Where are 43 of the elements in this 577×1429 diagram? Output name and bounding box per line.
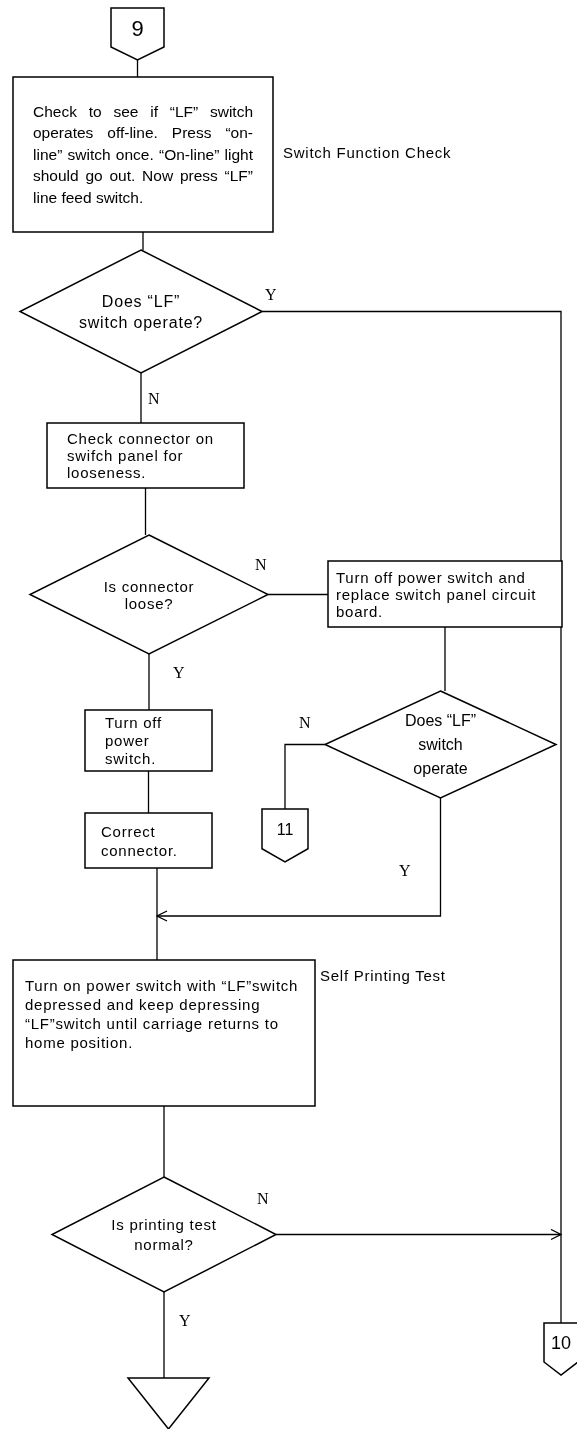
decision-diamond	[325, 691, 556, 798]
connector-number: 11	[275, 819, 295, 840]
process-box	[85, 813, 212, 868]
connector-line	[156, 867, 158, 961]
connector-line	[140, 372, 142, 424]
node-text: Is connector loose?	[102, 577, 196, 612]
connector-line	[267, 593, 329, 596]
node-text: Check to see if “LF” switch operates off-line. Press “on-line” switch once. “On-line” light should go out. Now press “LF” line feed switch.	[33, 101, 253, 208]
node-text: Is printing test normal?	[110, 1214, 218, 1255]
process-box	[47, 423, 244, 488]
off-page-connector	[262, 809, 308, 862]
node-text: Check connector on swifch panel for looseness.	[67, 430, 215, 481]
section-caption: Switch Function Check	[283, 143, 453, 163]
process-box	[13, 77, 273, 232]
node-text: Does “LF” switch operate?	[77, 291, 205, 333]
off-page-connector	[111, 8, 164, 60]
node-text: Does “LF” switch operate	[403, 710, 478, 779]
connector-number: 9	[130, 14, 145, 43]
connector-line	[142, 231, 144, 251]
connector-line	[163, 1291, 165, 1379]
decision-diamond	[52, 1177, 276, 1292]
connector-number: 10	[550, 1331, 572, 1355]
process-box	[328, 561, 562, 627]
connector-line	[148, 653, 150, 711]
process-box	[13, 960, 315, 1106]
off-page-connector	[128, 1378, 209, 1429]
off-page-connector	[544, 1323, 577, 1375]
connector-line	[144, 487, 147, 536]
connector-line	[284, 743, 326, 810]
decision-diamond	[20, 250, 262, 373]
arrow	[156, 797, 442, 922]
process-box	[85, 710, 212, 771]
connector-line	[147, 770, 150, 814]
connector-line	[444, 626, 446, 692]
arrow	[275, 1228, 562, 1241]
node-text: Correct connector.	[101, 821, 179, 860]
decision-diamond	[30, 535, 268, 654]
node-text: Turn on power switch with “LF”switch depressed and keep depressing “LF”switch until carriage returns to home position.	[25, 976, 300, 1052]
connector-line	[261, 310, 562, 1324]
node-text: Turn off power switch and replace switch panel circuit board.	[336, 568, 538, 620]
connector-line	[163, 1105, 165, 1178]
node-text: Turn off power switch.	[105, 713, 163, 768]
section-caption: Self Printing Test	[320, 966, 447, 986]
